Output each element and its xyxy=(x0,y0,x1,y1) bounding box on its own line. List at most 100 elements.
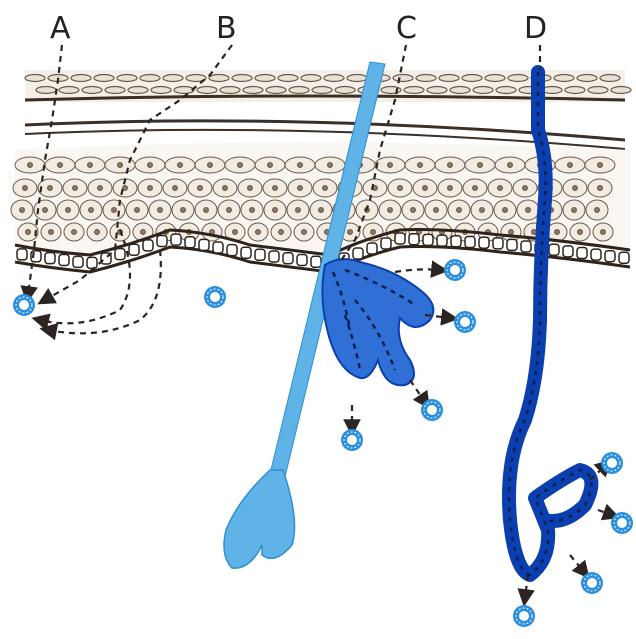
corneocyte xyxy=(209,75,229,82)
corneocyte xyxy=(59,87,79,94)
molecule-ring xyxy=(611,512,633,534)
corneocyte xyxy=(151,87,171,94)
epidermal-cell xyxy=(213,179,237,197)
basal-cell xyxy=(241,247,251,258)
epidermal-cell xyxy=(63,179,87,197)
corneocyte xyxy=(220,87,240,94)
epidermal-cell xyxy=(310,200,332,220)
basal-cell xyxy=(255,249,265,260)
corneocyte xyxy=(404,87,424,94)
epidermal-cell xyxy=(285,157,315,173)
epidermal-cell xyxy=(586,200,608,220)
basal-cell xyxy=(507,239,517,250)
corneocyte xyxy=(94,75,114,82)
epidermal-cell xyxy=(64,223,84,241)
epidermal-cell xyxy=(126,200,148,220)
corneocyte xyxy=(82,87,102,94)
epidermal-cell xyxy=(315,157,345,173)
molecule-ring xyxy=(421,399,443,421)
corneocyte xyxy=(324,75,344,82)
epidermal-cell xyxy=(388,179,412,197)
basal-cell xyxy=(493,238,503,249)
epidermal-cell xyxy=(375,157,405,173)
corneocyte xyxy=(278,75,298,82)
epidermal-cell xyxy=(413,179,437,197)
corneocyte xyxy=(174,87,194,94)
corneocyte xyxy=(266,87,286,94)
basal-cell xyxy=(45,253,55,264)
epidermal-cell xyxy=(405,157,435,173)
basal-cell xyxy=(605,251,615,262)
corneocyte xyxy=(36,87,56,94)
basal-cell xyxy=(199,239,209,250)
epidermal-cell xyxy=(402,200,424,220)
epidermal-cell xyxy=(563,179,587,197)
epidermal-cell xyxy=(465,157,495,173)
epidermal-cell xyxy=(585,157,615,173)
epidermal-cell xyxy=(218,200,240,220)
epidermal-cell xyxy=(264,200,286,220)
epidermal-cell xyxy=(135,157,165,173)
epidermal-cell xyxy=(188,179,212,197)
molecule-ring xyxy=(601,452,623,474)
basal-cell xyxy=(185,237,195,248)
epidermal-cell xyxy=(379,200,401,220)
basal-cell xyxy=(269,251,279,262)
epidermal-cell xyxy=(172,200,194,220)
corneocyte xyxy=(577,75,597,82)
epidermal-cell xyxy=(555,157,585,173)
basal-cell xyxy=(619,252,629,263)
basal-cell xyxy=(283,253,293,264)
basal-cell xyxy=(129,244,139,255)
corneocyte xyxy=(496,87,516,94)
epidermal-cell xyxy=(87,223,107,241)
molecule-ring xyxy=(581,572,603,594)
molecule-ring xyxy=(513,605,535,627)
epidermal-cell xyxy=(80,200,102,220)
basal-cell xyxy=(479,237,489,248)
corneocyte xyxy=(25,75,45,82)
epidermal-cell xyxy=(195,157,225,173)
epidermal-cell xyxy=(238,179,262,197)
epidermal-cell xyxy=(165,157,195,173)
corneocyte xyxy=(600,75,620,82)
epidermal-cell xyxy=(287,200,309,220)
epidermal-cell xyxy=(255,157,285,173)
corneocyte xyxy=(105,87,125,94)
corneocyte xyxy=(473,87,493,94)
basal-cell xyxy=(353,248,363,259)
epidermal-cell xyxy=(138,179,162,197)
basal-cell xyxy=(73,256,83,267)
corneocyte xyxy=(611,87,631,94)
corneocyte xyxy=(588,87,608,94)
epidermal-cell xyxy=(149,200,171,220)
basal-cell xyxy=(563,246,573,257)
corneocyte xyxy=(416,75,436,82)
epidermal-cell xyxy=(563,200,585,220)
corneocyte xyxy=(197,87,217,94)
basal-cell xyxy=(17,249,27,260)
epidermal-cell xyxy=(195,200,217,220)
basal-cell xyxy=(465,237,475,248)
epidermal-cell xyxy=(288,179,312,197)
molecule-ring xyxy=(444,259,466,281)
epidermal-cell xyxy=(588,179,612,197)
corneocyte xyxy=(243,87,263,94)
epidermal-cell xyxy=(202,223,222,241)
epidermal-cell xyxy=(57,200,79,220)
epidermal-cell xyxy=(435,157,465,173)
epidermal-cell xyxy=(363,179,387,197)
epidermal-cell xyxy=(225,157,255,173)
corneocyte xyxy=(393,75,413,82)
corneocyte xyxy=(439,75,459,82)
epidermal-cell xyxy=(425,200,447,220)
corneocyte xyxy=(312,87,332,94)
epidermal-cell xyxy=(313,179,337,197)
molecule-ring xyxy=(454,311,476,333)
corneocyte xyxy=(508,75,528,82)
epidermal-cell xyxy=(75,157,105,173)
basal-cell xyxy=(409,234,419,245)
basal-cell xyxy=(577,247,587,258)
molecule-ring xyxy=(204,286,226,308)
